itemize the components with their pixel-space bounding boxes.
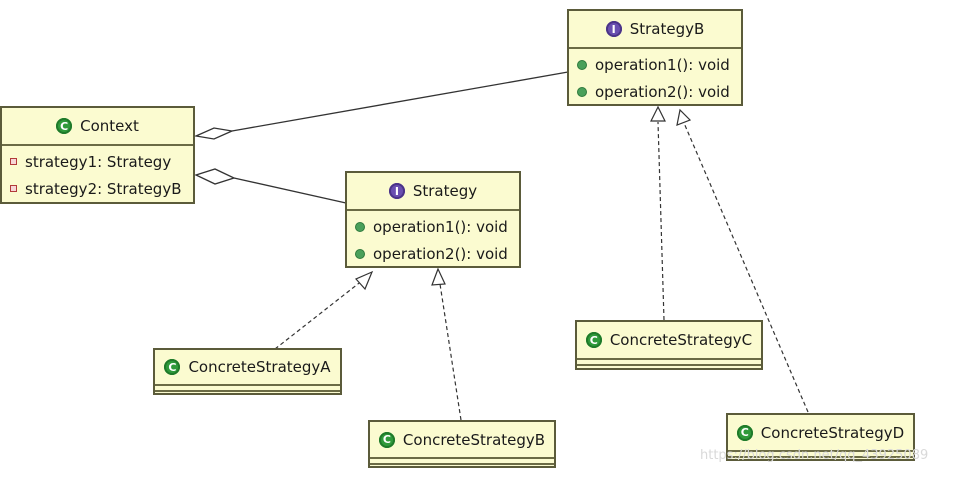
context-field-1: strategy1: Strategy [2,148,193,175]
strategy-method-2-label: operation2(): void [373,244,508,263]
context-class[interactable]: C Context strategy1: Strategy strategy2:… [0,106,195,204]
concrete-strategy-a-operations [155,390,340,396]
public-method-icon [577,59,587,70]
concrete-strategy-c-attributes [577,358,761,364]
realization-d-strategyb [683,122,809,413]
strategyb-method-1: operation1(): void [569,51,741,78]
strategy-title: Strategy [412,182,478,200]
class-icon: C [585,332,602,348]
strategy-header: I Strategy [347,173,519,209]
aggregation-context-strategy [233,177,347,204]
aggregation-diamond-strategy [194,168,236,185]
class-icon: C [378,431,395,448]
context-separator [2,144,193,146]
concrete-strategy-c-operations [577,364,761,370]
strategyb-method-2: operation2(): void [569,78,741,105]
concrete-strategy-b-operations [370,463,554,469]
realization-arrow-a [354,270,374,291]
realization-arrow-d [676,108,692,126]
concrete-strategy-b-attributes [370,457,554,463]
concrete-strategy-d-title: ConcreteStrategyD [760,423,905,442]
class-icon: C [164,359,181,375]
concrete-strategy-d-header: C ConcreteStrategyD [728,415,913,450]
public-method-icon [577,86,587,97]
context-field-2-label: strategy2: StrategyB [25,179,182,198]
strategy-method-2: operation2(): void [347,240,519,267]
strategyb-interface[interactable]: I StrategyB operation1(): void operation… [567,9,743,106]
concrete-strategy-c-title: ConcreteStrategyC [609,331,753,349]
realization-b-strategy [439,283,462,421]
strategyb-method-2-label: operation2(): void [595,82,730,101]
realization-arrow-b [431,267,446,286]
context-header: C Context [2,108,193,144]
concrete-strategy-b-header: C ConcreteStrategyB [370,422,554,457]
aggregation-context-strategyb [231,71,569,132]
class-icon: C [56,118,73,134]
concrete-strategy-d-class[interactable]: C ConcreteStrategyD [726,413,915,461]
strategy-interface[interactable]: I Strategy operation1(): void operation2… [345,171,521,268]
concrete-strategy-d-operations [728,456,913,462]
realization-arrow-c [650,105,666,122]
context-field-2: strategy2: StrategyB [2,175,193,202]
public-method-icon [355,248,365,259]
private-field-icon [10,158,17,165]
concrete-strategy-a-class[interactable]: C ConcreteStrategyA [153,348,342,395]
interface-icon: I [605,21,622,37]
interface-icon: I [388,183,405,199]
concrete-strategy-c-class[interactable]: C ConcreteStrategyC [575,320,763,370]
watermark: https://blog.csdn.net/qq_43925089 [700,448,929,463]
concrete-strategy-a-title: ConcreteStrategyA [188,358,331,376]
context-title: Context [80,117,139,135]
strategyb-title: StrategyB [629,20,705,38]
strategy-method-1: operation1(): void [347,213,519,240]
realization-c-strategyb [657,121,665,321]
private-field-icon [10,185,17,192]
aggregation-diamond-strategyb [193,127,235,140]
realization-a-strategy [274,279,364,350]
strategyb-method-1-label: operation1(): void [595,55,730,74]
class-icon: C [736,424,753,441]
concrete-strategy-b-title: ConcreteStrategyB [402,430,546,449]
concrete-strategy-a-attributes [155,384,340,390]
strategy-method-1-label: operation1(): void [373,217,508,236]
strategyb-separator [569,47,741,49]
context-field-1-label: strategy1: Strategy [25,152,172,171]
strategyb-header: I StrategyB [569,11,741,47]
concrete-strategy-a-header: C ConcreteStrategyA [155,350,340,384]
concrete-strategy-b-class[interactable]: C ConcreteStrategyB [368,420,556,468]
concrete-strategy-c-header: C ConcreteStrategyC [577,322,761,358]
public-method-icon [355,221,365,232]
strategy-separator [347,209,519,211]
concrete-strategy-d-attributes [728,450,913,456]
